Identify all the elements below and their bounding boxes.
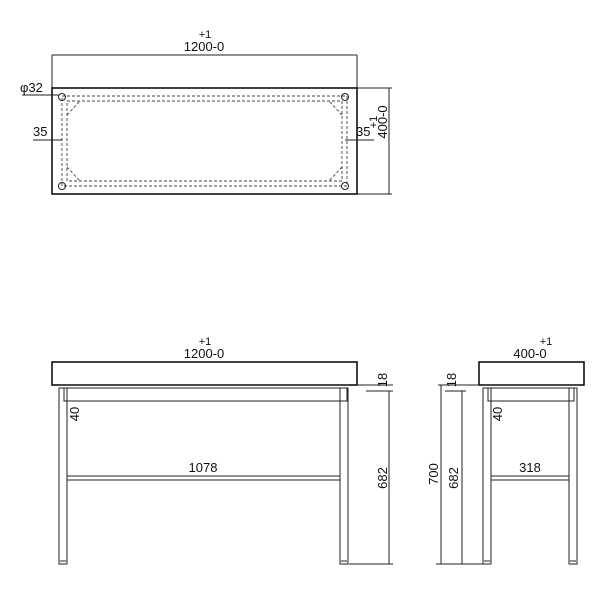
corner-brace-tr [328, 100, 343, 116]
side-total-height-label: 700 [426, 463, 441, 485]
pipe-diameter-label: φ32 [20, 80, 43, 95]
side-stretcher-length-label: 318 [519, 460, 541, 475]
left-inset-label: 35 [33, 124, 47, 139]
side-leg-right [568, 387, 578, 565]
front-apron-height-label: 40 [67, 407, 82, 421]
side-top-thickness-label: 18 [444, 373, 459, 387]
side-apron-height-label: 40 [490, 407, 505, 421]
leg-pipe-tl [58, 93, 66, 101]
leg-pipe-br [341, 182, 349, 190]
front-stretcher-length-label: 1078 [189, 460, 218, 475]
side-tabletop [478, 361, 585, 386]
front-leg-left [58, 387, 68, 565]
front-top-thickness-label: 18 [375, 373, 390, 387]
side-depth-label: 400-0 [513, 346, 546, 361]
side-depth-tolerance: +1 [540, 336, 553, 348]
corner-brace-bl [66, 166, 81, 182]
right-inset-label: 35 [356, 124, 370, 139]
side-view: +1 400-0 40 318 18 700 682 [426, 336, 585, 565]
side-stretcher [490, 475, 570, 481]
corner-brace-br [328, 166, 343, 182]
side-apron [487, 387, 575, 402]
side-leg-height-label: 682 [446, 467, 461, 489]
front-view: +1 1200-0 40 1078 18 682 [51, 336, 393, 565]
front-leg-height-label: 682 [375, 467, 390, 489]
top-depth-tolerance: +1 [368, 116, 380, 129]
tabletop-outline [51, 87, 358, 195]
front-width-label: 1200-0 [184, 346, 224, 361]
front-tabletop [51, 361, 358, 386]
front-apron [63, 387, 348, 402]
top-depth-label: 400-0 [375, 105, 390, 138]
front-stretcher [66, 475, 341, 481]
top-width-label: 1200-0 [184, 39, 224, 54]
top-view: +1 1200-0 φ32 35 35 +1 400-0 [20, 29, 392, 195]
leg-pipe-tr [341, 93, 349, 101]
top-width-tolerance: +1 [199, 29, 212, 41]
frame-hidden-outer [61, 95, 348, 187]
frame-hidden-inner [66, 100, 343, 182]
front-width-tolerance: +1 [199, 336, 212, 348]
front-leg-right [339, 387, 349, 565]
corner-brace-tl [66, 100, 81, 116]
leg-pipe-bl [58, 182, 66, 190]
